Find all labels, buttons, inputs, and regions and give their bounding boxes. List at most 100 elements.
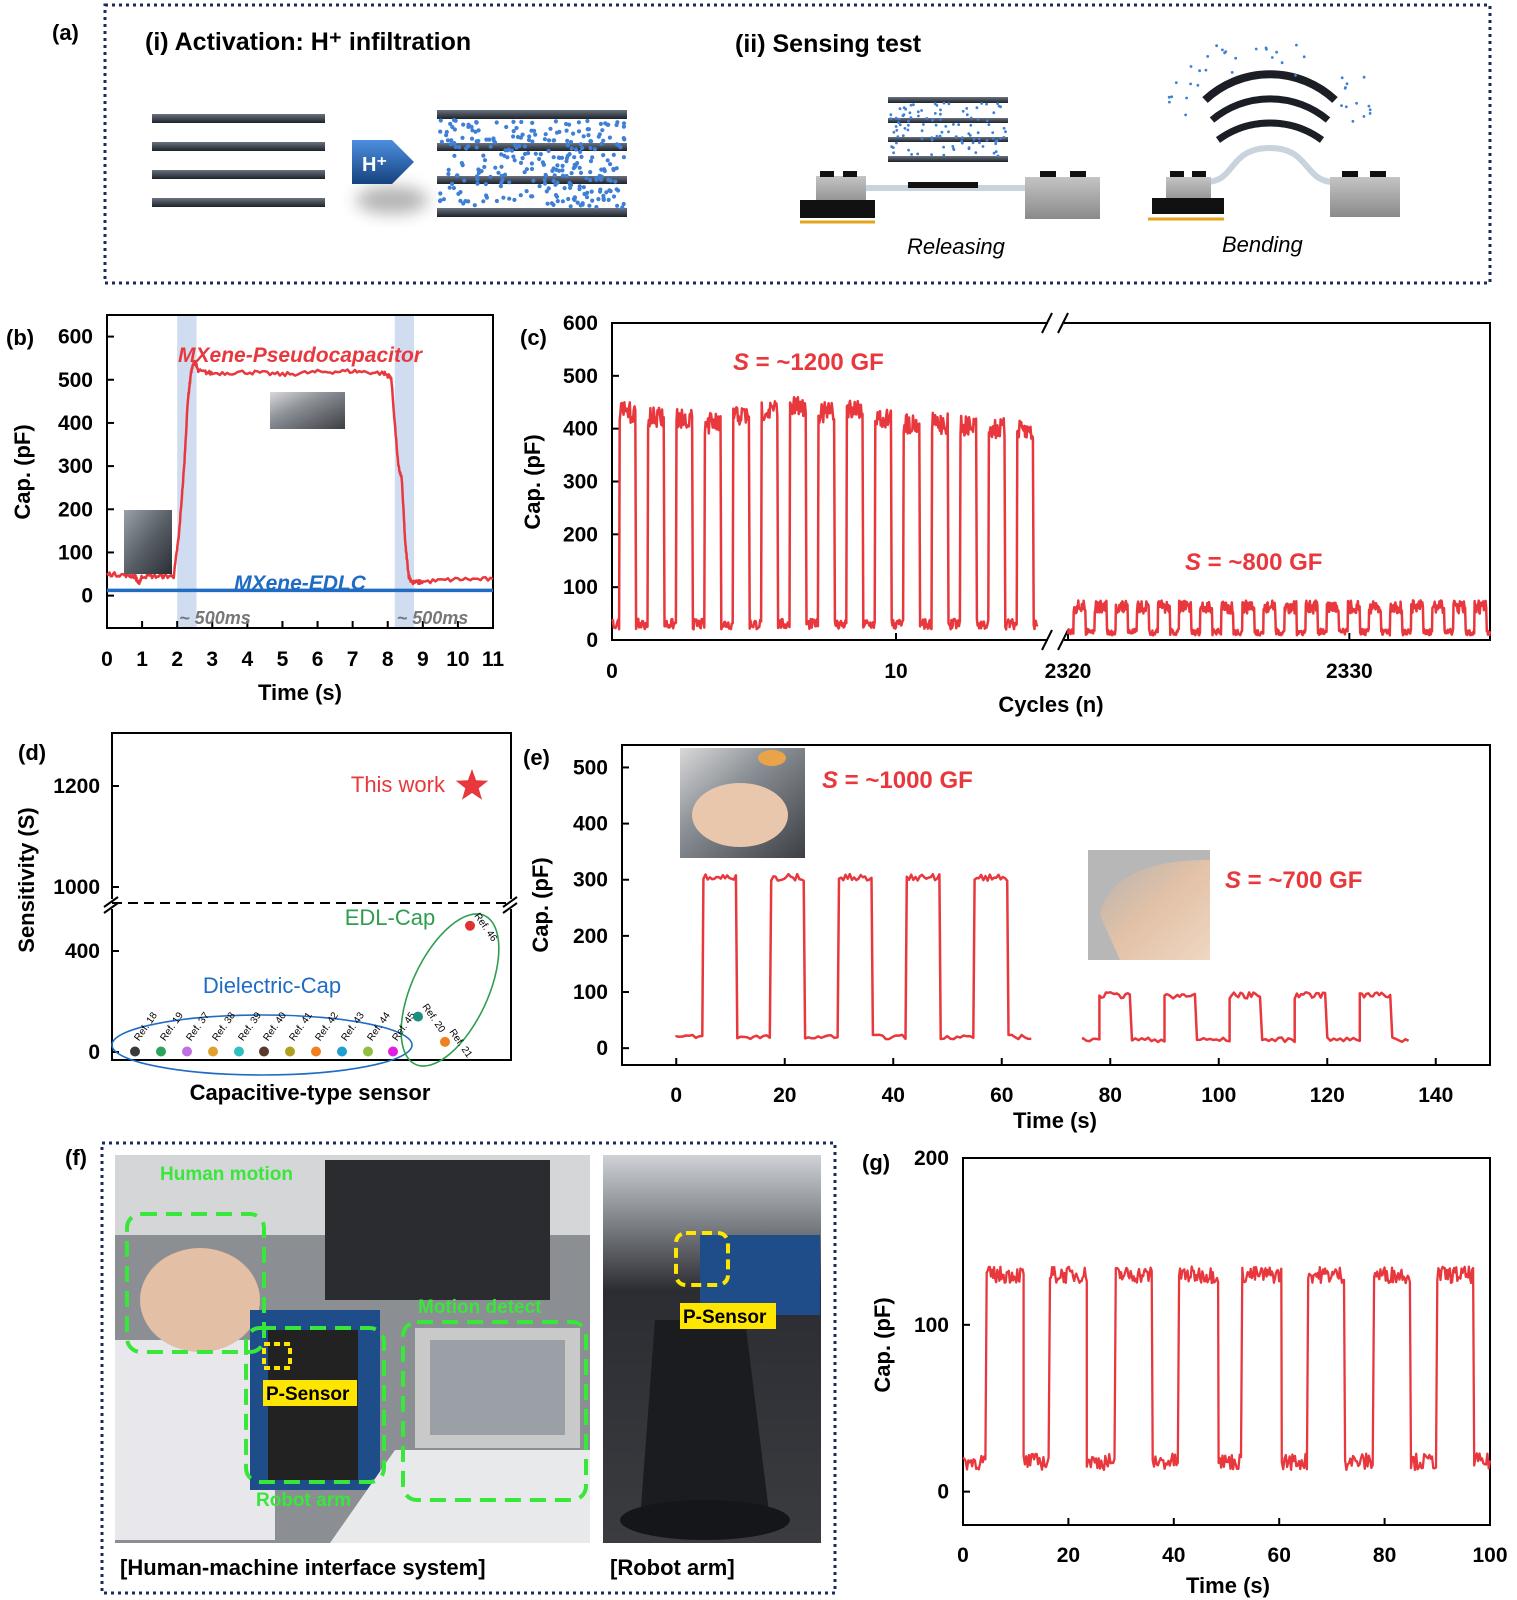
h-plus-ion	[538, 152, 543, 157]
h-plus-ion	[613, 179, 618, 184]
h-plus-ion	[483, 181, 488, 187]
x-axis-label: Time (s)	[1013, 1108, 1097, 1133]
h-plus-ion	[1224, 50, 1228, 53]
h-plus-ion	[567, 152, 572, 157]
x-tick-label: 2320	[1045, 660, 1092, 683]
human-motion-tag: Human motion	[160, 1164, 293, 1185]
h-plus-ion	[573, 147, 579, 152]
h-plus-ion	[931, 118, 934, 122]
h-plus-ion	[935, 104, 939, 107]
h-plus-ion	[540, 160, 546, 165]
h-plus-ion	[996, 102, 999, 105]
series-line-elbow	[1081, 991, 1410, 1044]
h-plus-ion	[897, 121, 900, 124]
y-tick-label: 1000	[53, 876, 100, 899]
axis-break-mark	[1057, 312, 1069, 334]
h-plus-ion	[578, 203, 583, 208]
h-plus-ion	[461, 122, 466, 127]
h-plus-ion	[907, 148, 910, 152]
h-plus-ion	[1340, 104, 1343, 107]
h-plus-ions	[437, 118, 627, 210]
h-plus-ion	[588, 139, 593, 144]
x-tick-label: 60	[1268, 1544, 1291, 1567]
h-plus-ion	[601, 138, 606, 143]
data-point-ref39	[234, 1046, 244, 1057]
series-label-pseudocapacitor: MXene-Pseudocapacitor	[178, 344, 424, 367]
h-plus-ion	[550, 168, 555, 173]
data-point-label: Ref. 43	[339, 1010, 367, 1043]
h-plus-ion	[502, 153, 507, 158]
h-plus-ion	[566, 196, 571, 202]
h-plus-ion	[1196, 83, 1200, 87]
y-axis-label: Cap. (pF)	[870, 1297, 895, 1392]
x-tick-label: 20	[1057, 1544, 1080, 1567]
h-plus-ion	[606, 197, 611, 202]
y-tick-label: 100	[58, 541, 93, 564]
h-plus-ion	[1295, 43, 1298, 47]
h-plus-ion	[462, 178, 467, 183]
h-plus-ion	[488, 174, 493, 179]
h-plus-ion	[481, 153, 486, 158]
h-plus-ion	[578, 142, 583, 147]
series-line-robot-motion	[962, 1265, 1492, 1472]
h-plus-ions-bend	[1167, 43, 1372, 123]
p-sensor-tag-left: P-Sensor	[266, 1384, 350, 1405]
data-point-ref42	[311, 1046, 321, 1057]
h-plus-ion	[545, 201, 550, 206]
data-point-ref20	[413, 1011, 423, 1022]
h-plus-ion	[942, 101, 946, 105]
h-plus-ion	[965, 113, 969, 117]
h-plus-ion	[546, 148, 551, 153]
bending-label: Bending	[1222, 232, 1304, 257]
panel-label: (b)	[6, 325, 34, 350]
h-plus-ion	[569, 171, 574, 176]
y-tick-label: 300	[563, 471, 598, 494]
h-plus-ion	[565, 138, 570, 143]
h-plus-ion	[997, 104, 1001, 108]
h-plus-ion	[544, 189, 549, 194]
h-plus-ion	[995, 139, 999, 143]
h-plus-ion	[494, 120, 499, 125]
h-plus-ion	[584, 175, 589, 181]
y-tick-label: 300	[573, 869, 608, 892]
h-plus-ion	[542, 181, 548, 186]
h-plus-ion	[1294, 74, 1297, 77]
plot-frame-upper	[111, 732, 512, 899]
h-plus-ion	[579, 154, 584, 159]
y-tick-label: 500	[573, 756, 608, 779]
h-plus-ion	[557, 129, 562, 134]
h-plus-ion	[1234, 56, 1238, 60]
h-plus-ion	[942, 153, 946, 157]
h-plus-ion	[1215, 44, 1218, 48]
panel-label: (c)	[520, 325, 547, 350]
plot-frame-lower	[111, 909, 512, 1061]
edl-group-ellipse	[400, 913, 500, 1067]
y-tick-label: 500	[563, 365, 598, 388]
data-point-ref19	[156, 1046, 166, 1057]
h-plus-ion	[494, 198, 499, 204]
h-plus-ion	[621, 121, 627, 126]
h-plus-ion	[493, 165, 498, 170]
h-plus-ion	[909, 116, 913, 120]
h-plus-ion	[452, 141, 457, 146]
h-plus-ion	[581, 185, 586, 190]
h-plus-ion	[450, 181, 455, 186]
h-plus-ion	[980, 102, 984, 105]
h-plus-ion	[555, 163, 560, 168]
x-tick-label: 10	[446, 648, 469, 671]
h-plus-ion	[576, 120, 582, 125]
human-motion-box	[125, 1212, 266, 1354]
h-plus-ion	[569, 146, 574, 151]
h-plus-ion	[586, 133, 591, 138]
p-sensor-mark-right	[674, 1231, 730, 1287]
h-plus-ion	[1185, 96, 1188, 100]
h-plus-ion	[1004, 130, 1007, 134]
h-plus-ion	[518, 135, 524, 140]
h-plus-ion	[611, 167, 616, 173]
h-plus-ion	[889, 113, 893, 117]
h-plus-ion	[589, 189, 594, 194]
h-plus-ion	[939, 118, 942, 121]
h-plus-ion	[543, 132, 548, 137]
